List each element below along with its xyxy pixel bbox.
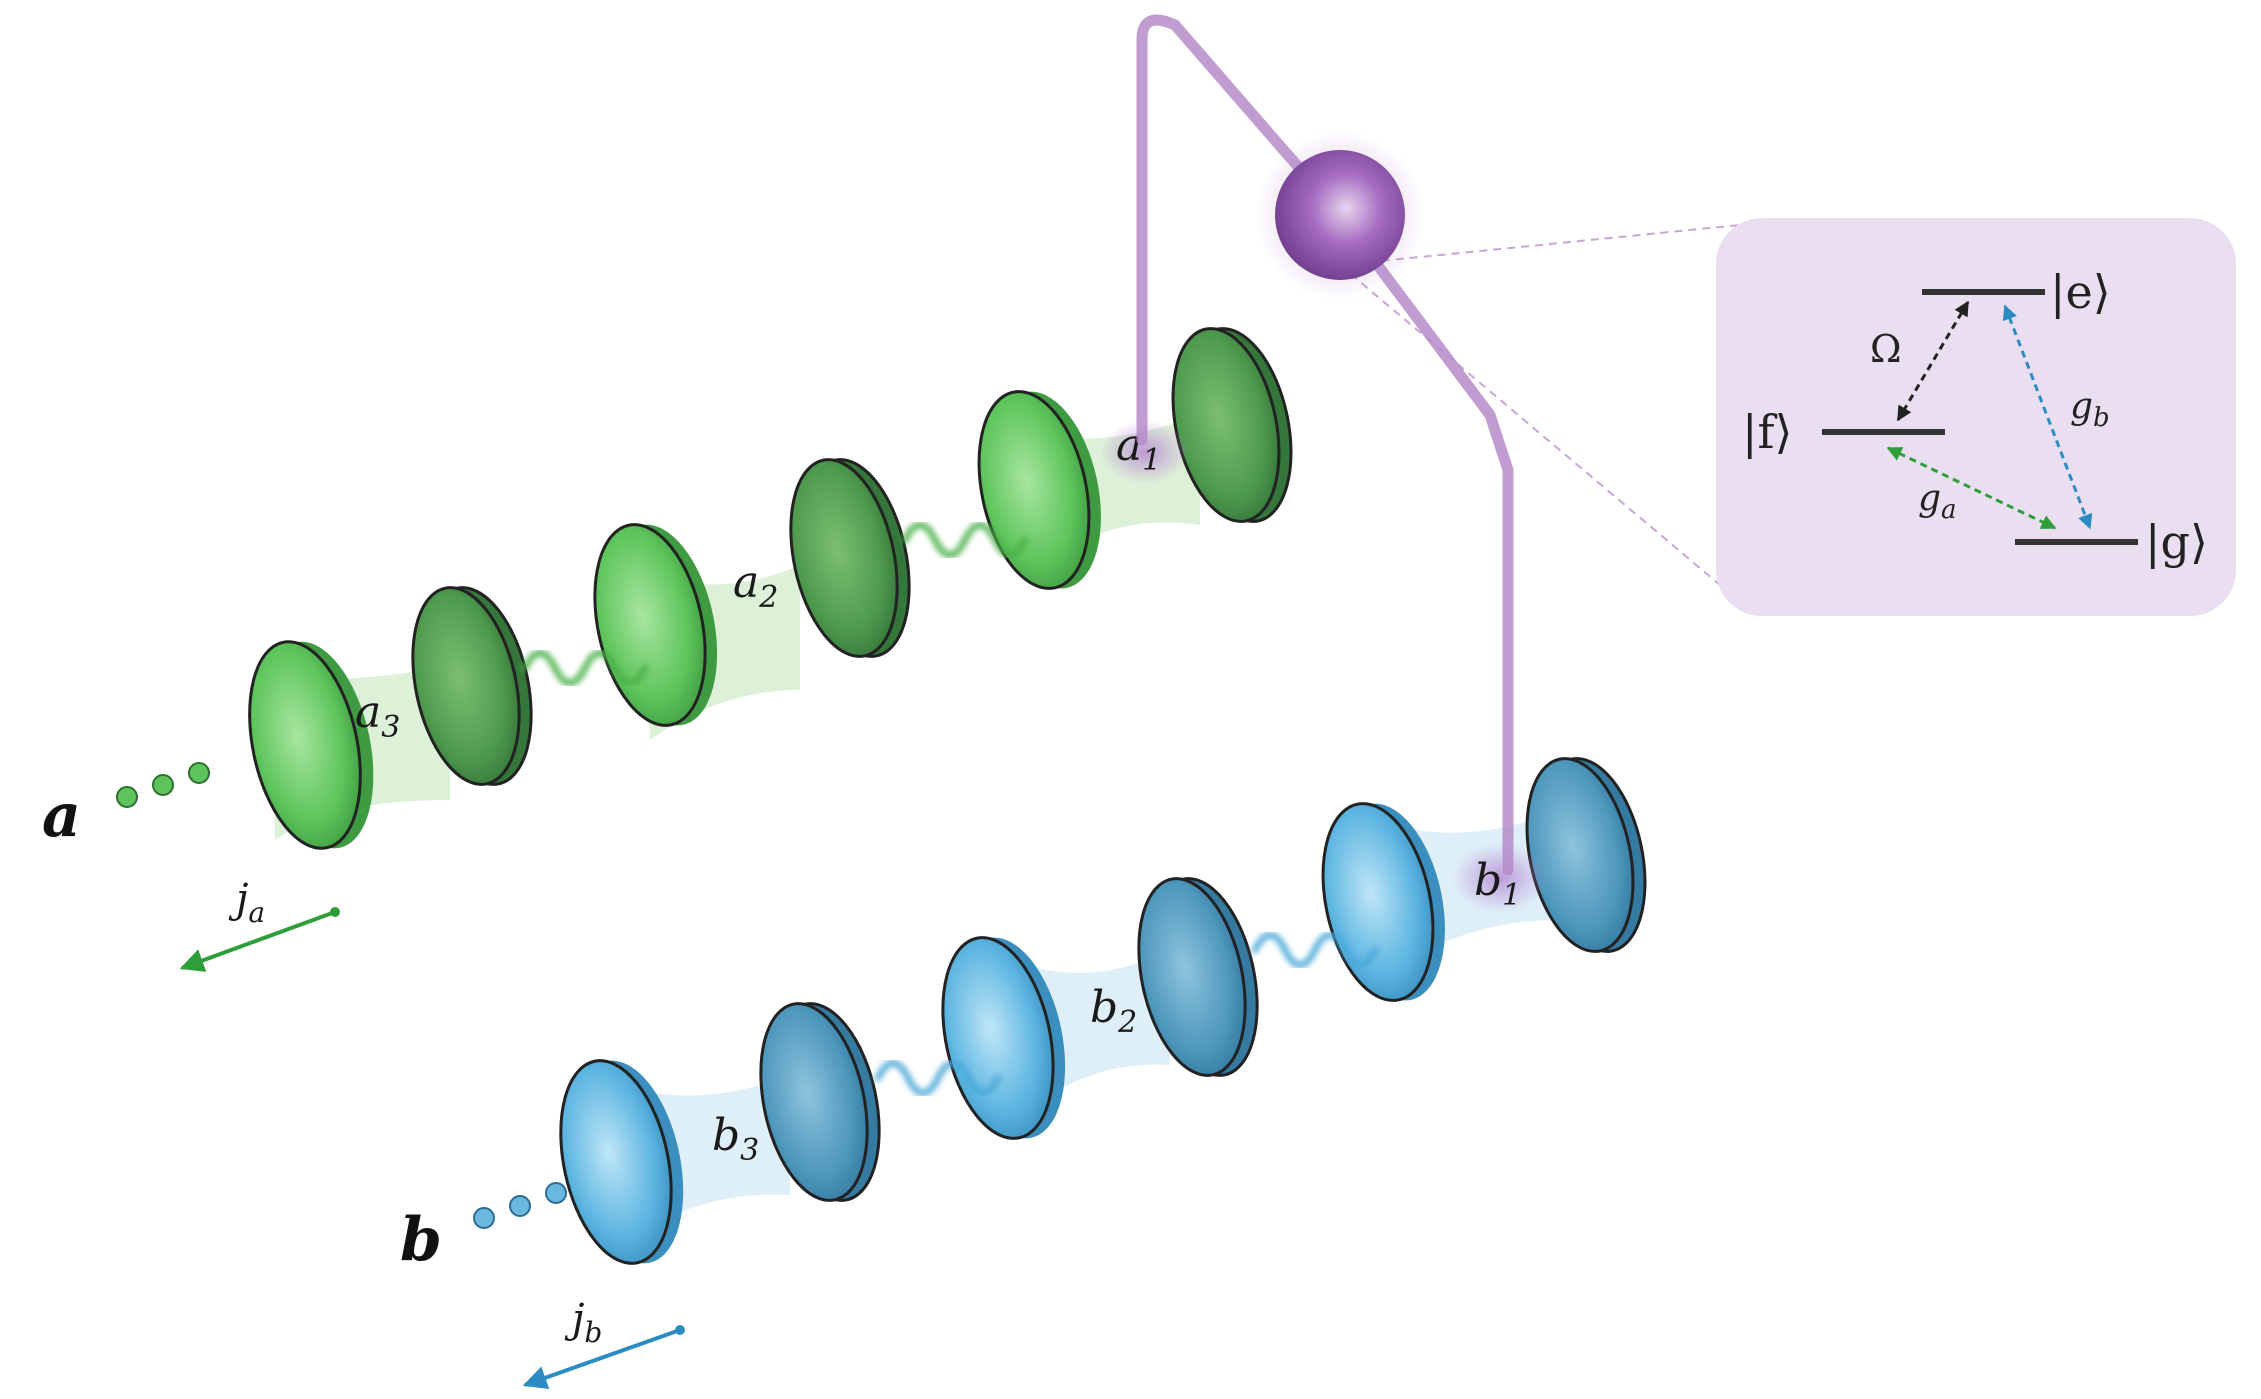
chain-b-dot-2 <box>509 1195 531 1217</box>
photon-hopping-b2-b1 <box>1251 931 1379 969</box>
mirror-b2-left <box>941 936 1066 1140</box>
gb-coupling-arrow <box>2002 304 2093 530</box>
label-b2: b2 <box>1090 982 1137 1040</box>
atom-sphere <box>1275 150 1405 280</box>
chain-b-dot-3 <box>545 1182 567 1204</box>
mirror-b3-right <box>759 1002 881 1202</box>
label-chain-a: a <box>42 781 81 851</box>
label-chain-b: b <box>400 1205 442 1275</box>
label-ja: ja <box>228 876 265 929</box>
mirror-a3-left <box>248 640 374 850</box>
mirror-a1-left <box>977 390 1101 590</box>
mirror-b1-right <box>1525 757 1647 953</box>
giant-atom <box>1136 14 1514 876</box>
photon-hopping-b3-b2 <box>874 1059 1002 1097</box>
chain-a: a3 a2 a1 a ja <box>42 327 1293 972</box>
inset-panel <box>1716 218 2236 616</box>
atom-coupling-spot-b1 <box>1452 843 1548 913</box>
chain-b-dot-1 <box>473 1207 495 1229</box>
chain-a-dot-3 <box>188 762 210 784</box>
mirror-a2-right <box>789 458 911 658</box>
chain-a-dot-1 <box>116 786 138 808</box>
atom-leg-b <box>1334 209 1514 876</box>
label-a2: a2 <box>733 557 778 615</box>
mirror-b2-right <box>1137 877 1259 1077</box>
chain-b: b3 b2 b1 b jb <box>400 757 1647 1390</box>
mirror-a1-right <box>1171 327 1293 523</box>
label-omega: Ω <box>1870 327 1902 371</box>
mirror-b3-left <box>559 1059 684 1265</box>
label-jb: jb <box>564 1296 602 1349</box>
atom-coupling-spot-a1 <box>1100 420 1190 484</box>
ga-coupling-arrow <box>1886 446 2057 530</box>
atom-inset: |e⟩ |f⟩ |g⟩ Ω gb ga <box>1339 218 2236 616</box>
photon-hopping-a3-a2 <box>521 649 649 687</box>
label-b1: b1 <box>1474 855 1521 913</box>
mirror-b1-left <box>1321 802 1445 1002</box>
mirror-a3-right <box>411 586 533 786</box>
current-arrow-jb <box>522 1328 681 1390</box>
label-ket-g: |g⟩ <box>2145 515 2208 569</box>
photon-hopping-a2-a1 <box>901 521 1029 559</box>
label-b3: b3 <box>712 1110 759 1168</box>
current-arrow-ja <box>179 910 336 972</box>
atom-leg-a <box>1136 14 1346 446</box>
label-ket-e: |e⟩ <box>2050 265 2111 319</box>
label-gb: gb <box>2070 386 2110 433</box>
current-arrow-jb-tail <box>675 1325 685 1335</box>
inset-zoom-line-bottom <box>1339 264 1721 586</box>
label-a3: a3 <box>355 687 400 745</box>
chain-a-dot-2 <box>152 774 174 796</box>
label-ket-f: |f⟩ <box>1742 405 1792 459</box>
omega-coupling-arrow <box>1896 300 1970 422</box>
current-arrow-ja-tail <box>330 907 340 917</box>
label-ga: ga <box>1918 478 1957 525</box>
